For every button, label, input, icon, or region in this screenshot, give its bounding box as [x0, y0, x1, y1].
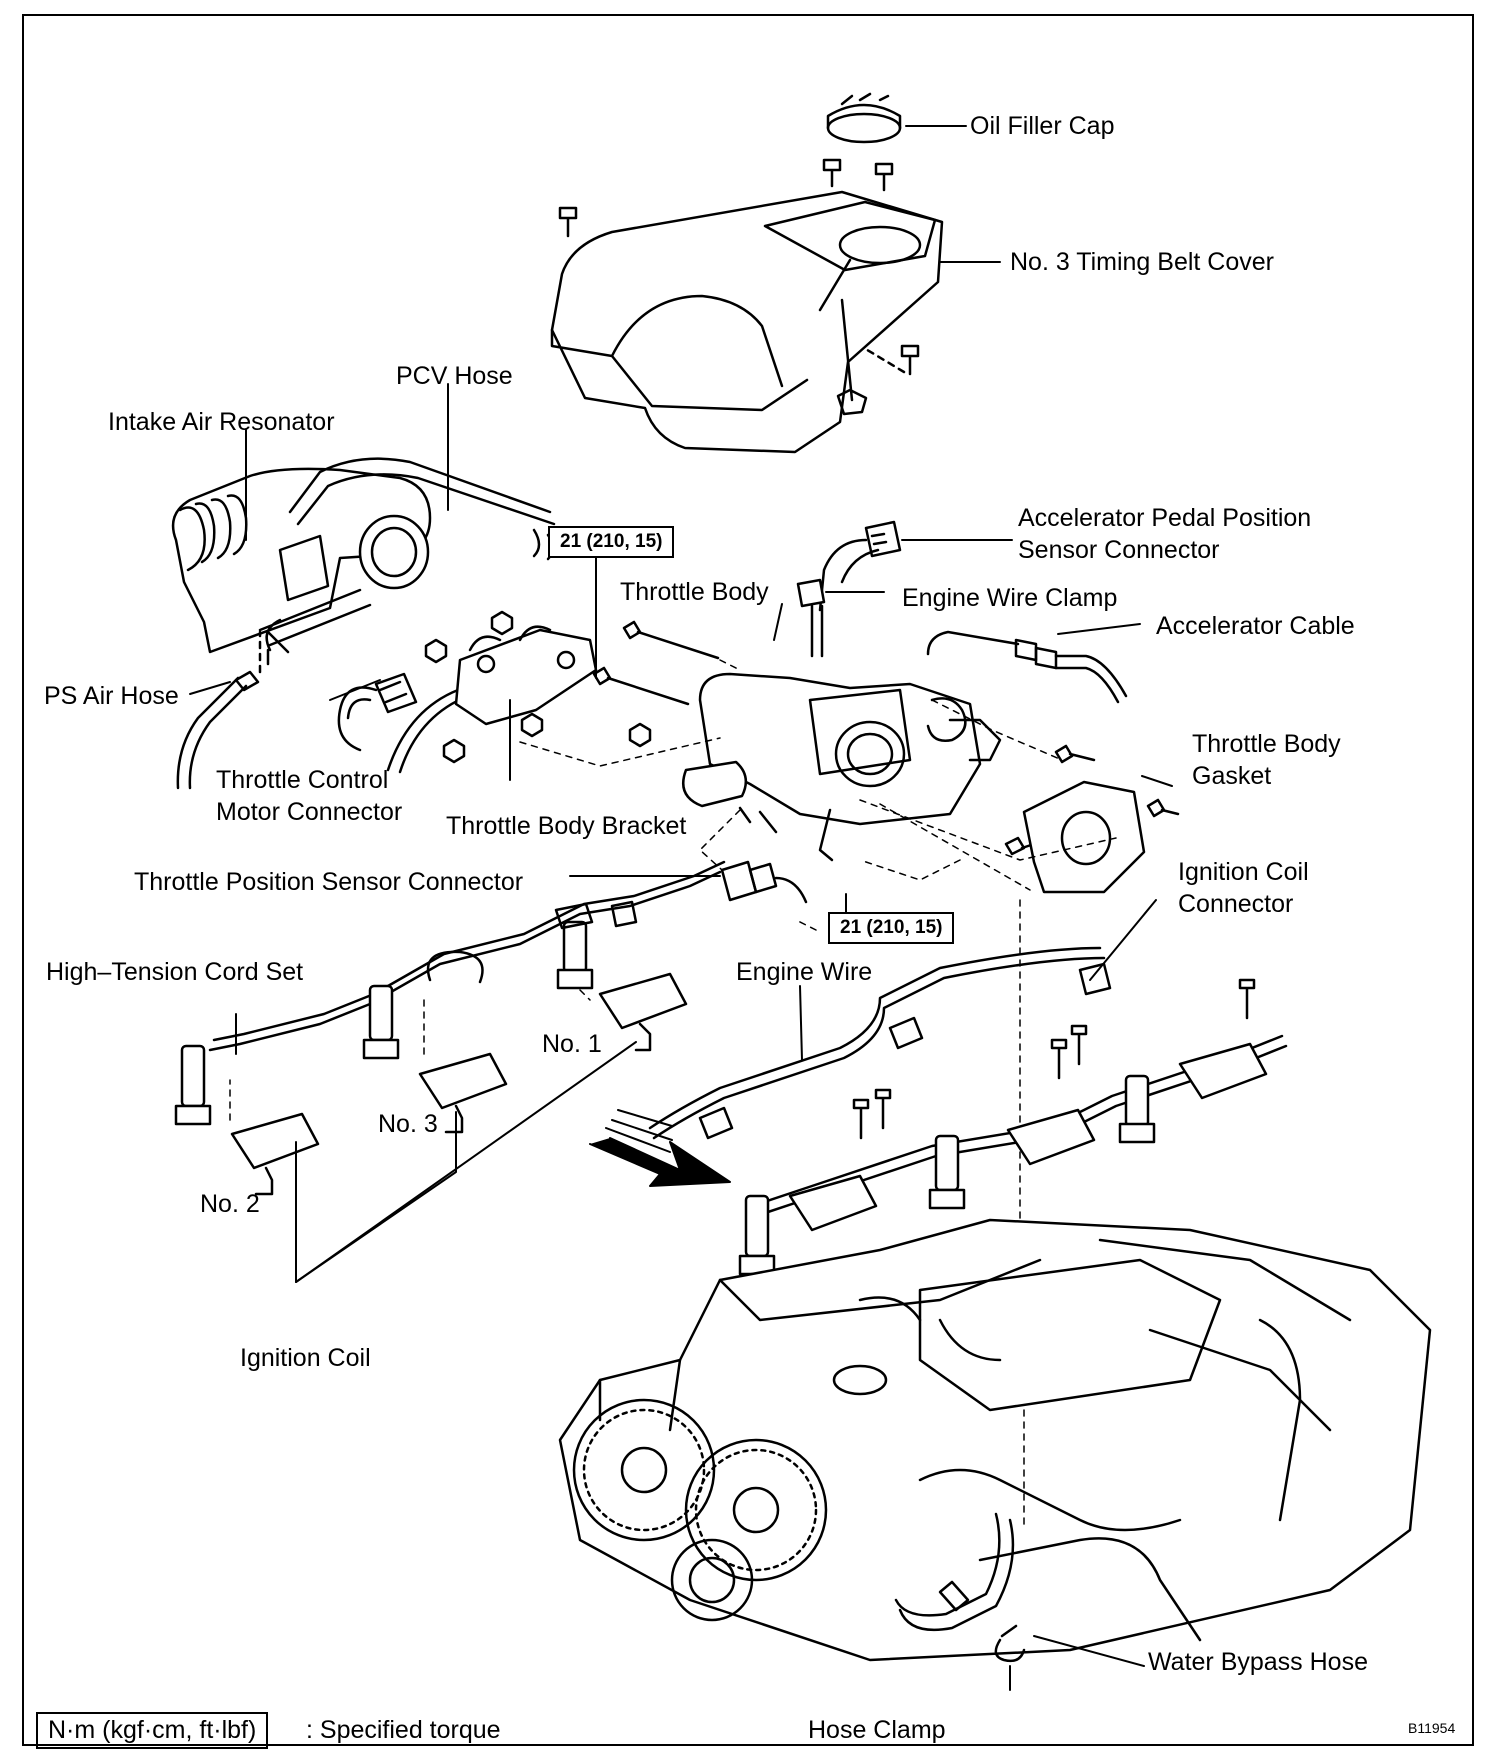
throttle-body-gasket-drawing: [1022, 780, 1146, 894]
high-tension-cord-set-drawing: [174, 860, 726, 1126]
label-no3: No. 3: [378, 1110, 438, 1138]
figure-code: B11954: [1408, 1720, 1456, 1736]
label-ignition-coil-connector-line2: Connector: [1178, 890, 1294, 918]
accel-pedal-sensor-connector-drawing: [818, 520, 902, 612]
label-throttle-control-motor-connector-line2: Motor Connector: [216, 798, 403, 826]
label-water-bypass-hose: Water Bypass Hose: [1148, 1648, 1368, 1676]
timing-belt-cover-drawing: [550, 190, 944, 454]
label-intake-air-resonator: Intake Air Resonator: [108, 408, 335, 436]
label-no1: No. 1: [542, 1030, 602, 1058]
label-leaders: [189, 125, 1173, 1691]
label-throttle-body-gasket-line1: Throttle Body: [1192, 730, 1341, 758]
label-throttle-body-bracket: Throttle Body Bracket: [446, 812, 687, 840]
bolts-cover: [558, 158, 920, 376]
legend-unit-box: N·m (kgf·cm, ft·lbf): [36, 1712, 269, 1749]
ps-air-hose-drawing: [176, 670, 260, 790]
throttle-body-drawing: [682, 672, 1002, 862]
oil-filler-cap-drawing: [826, 92, 902, 144]
intake-air-resonator-drawing: [171, 457, 556, 666]
coil-bolts: [852, 978, 1256, 1140]
label-engine-wire: Engine Wire: [736, 958, 873, 986]
figure-frame: [22, 14, 1474, 1746]
label-pcv-hose: PCV Hose: [396, 362, 513, 390]
throttle-dashed-leaders: [519, 659, 1117, 1281]
label-throttle-control-motor-connector-line1: Throttle Control: [216, 766, 389, 794]
label-throttle-position-sensor-connector: Throttle Position Sensor Connector: [134, 868, 524, 896]
engine-block-drawing: [558, 1218, 1432, 1663]
label-ps-air-hose: PS Air Hose: [44, 682, 179, 710]
ignition-coils-left: [230, 972, 688, 1196]
bracket-nuts: [424, 610, 652, 764]
engine-wire-clamp-drawing: [796, 578, 826, 658]
throttle-body-bracket-drawing: [454, 625, 598, 726]
label-accelerator-cable: Accelerator Cable: [1156, 612, 1355, 640]
accelerator-cable-drawing: [926, 630, 1128, 704]
label-engine-wire-clamp: Engine Wire Clamp: [902, 584, 1118, 612]
throttle-position-sensor-connector-drawing: [720, 860, 808, 904]
label-oil-filler-cap: Oil Filler Cap: [970, 112, 1115, 140]
label-hose-clamp: Hose Clamp: [808, 1716, 946, 1744]
label-accel-pedal-sensor-connector-line2: Sensor Connector: [1018, 536, 1220, 564]
label-high-tension-cord-set: High–Tension Cord Set: [46, 958, 304, 986]
high-tension-cord-set-installed: [738, 1034, 1288, 1276]
label-ignition-coil-connector-line1: Ignition Coil: [1178, 858, 1309, 886]
torque-spec-upper: 21 (210, 15): [548, 526, 675, 558]
ignition-coil-leader: [295, 1041, 637, 1283]
label-throttle-body-gasket-line2: Gasket: [1192, 762, 1272, 790]
torque-spec-lower: 21 (210, 15): [828, 912, 955, 944]
coil-dashed-leaders: [229, 989, 591, 1121]
engine-wire-drawing: [648, 946, 1112, 1140]
label-timing-belt-cover: No. 3 Timing Belt Cover: [1010, 248, 1274, 276]
throttle-body-bolts: [592, 620, 1180, 856]
label-no2: No. 2: [200, 1190, 260, 1218]
label-throttle-body: Throttle Body: [620, 578, 769, 606]
legend-text: : Specified torque: [306, 1716, 501, 1744]
label-accel-pedal-sensor-connector-line1: Accelerator Pedal Position: [1018, 504, 1312, 532]
label-ignition-coil: Ignition Coil: [240, 1344, 371, 1372]
install-direction-arrow: [589, 1109, 731, 1187]
cover-dashed-leader: [862, 346, 906, 374]
